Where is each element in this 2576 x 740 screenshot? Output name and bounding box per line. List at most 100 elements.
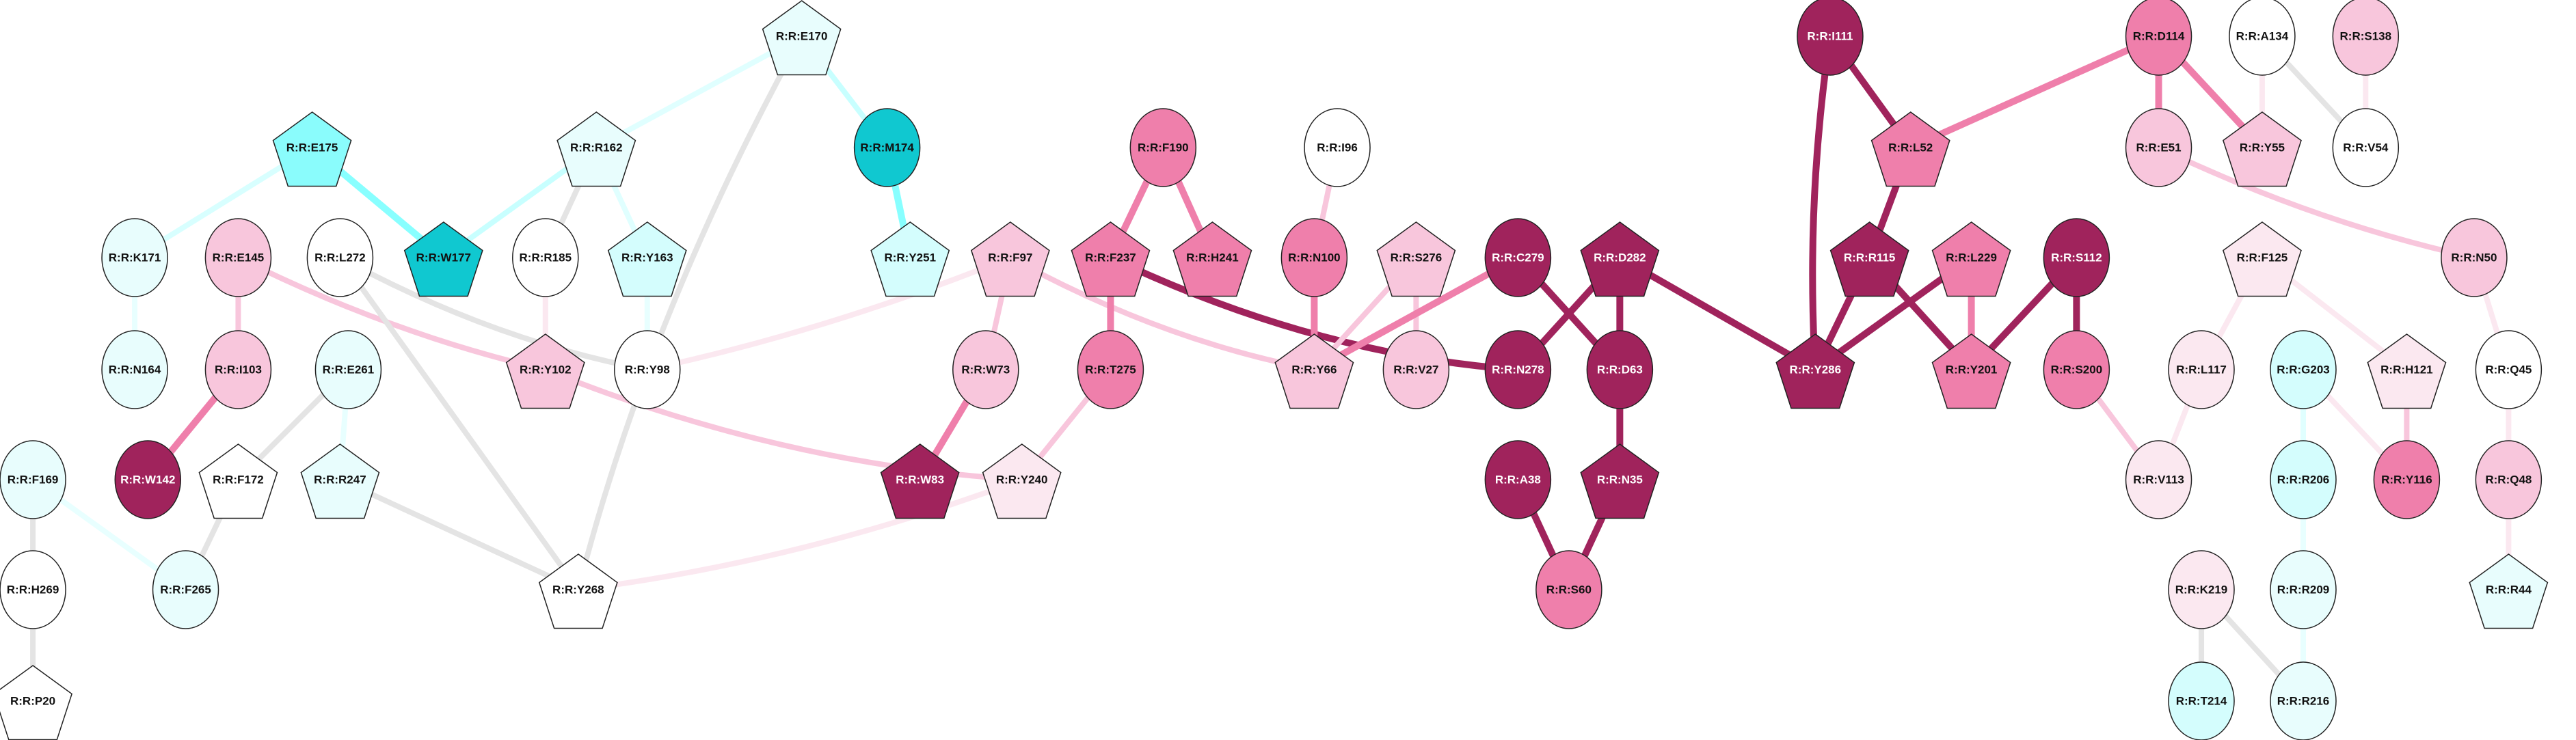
node-S60[interactable]: R:R:S60 <box>1535 550 1602 629</box>
node-label: R:R:S112 <box>2051 251 2102 264</box>
node-Y163[interactable]: R:R:Y163 <box>607 221 687 297</box>
edge-D114-L52 <box>1909 33 2160 151</box>
node-Y102[interactable]: R:R:Y102 <box>505 333 585 409</box>
node-F265[interactable]: R:R:F265 <box>152 550 219 629</box>
pentagon-node-shape <box>1172 221 1252 297</box>
node-N278[interactable]: R:R:N278 <box>1484 330 1552 409</box>
node-label: R:R:F125 <box>2237 251 2288 264</box>
node-L117[interactable]: R:R:L117 <box>2168 330 2235 409</box>
node-V54[interactable]: R:R:V54 <box>2332 108 2400 187</box>
node-N50[interactable]: R:R:N50 <box>2441 218 2508 297</box>
node-F172[interactable]: R:R:F172 <box>198 443 278 519</box>
node-I103[interactable]: R:R:I103 <box>204 330 272 409</box>
node-T275[interactable]: R:R:T275 <box>1077 330 1144 409</box>
node-C279[interactable]: R:R:C279 <box>1484 218 1552 297</box>
node-D114[interactable]: R:R:D114 <box>2125 0 2192 76</box>
circle-node-shape <box>1586 330 1654 409</box>
edge-D282-Y286 <box>1618 254 1817 373</box>
node-S138[interactable]: R:R:S138 <box>2332 0 2400 76</box>
node-R115[interactable]: R:R:R115 <box>1829 221 1909 297</box>
circle-node-shape <box>2332 0 2400 76</box>
node-F169[interactable]: R:R:F169 <box>0 440 66 519</box>
node-Y98[interactable]: R:R:Y98 <box>614 330 681 409</box>
node-Y201[interactable]: R:R:Y201 <box>1931 333 2011 409</box>
node-H121[interactable]: R:R:H121 <box>2367 333 2447 409</box>
node-R206[interactable]: R:R:R206 <box>2270 440 2337 519</box>
node-L52[interactable]: R:R:L52 <box>1870 111 1950 187</box>
node-W177[interactable]: R:R:W177 <box>403 221 483 297</box>
node-Y268[interactable]: R:R:Y268 <box>538 553 618 629</box>
node-R44[interactable]: R:R:R44 <box>2469 553 2549 629</box>
node-V113[interactable]: R:R:V113 <box>2125 440 2192 519</box>
node-D282[interactable]: R:R:D282 <box>1580 221 1660 297</box>
node-W83[interactable]: R:R:W83 <box>880 443 960 519</box>
node-G203[interactable]: R:R:G203 <box>2270 330 2337 409</box>
node-R216[interactable]: R:R:R216 <box>2270 661 2337 740</box>
node-K219[interactable]: R:R:K219 <box>2168 550 2235 629</box>
node-S112[interactable]: R:R:S112 <box>2043 218 2110 297</box>
node-R185[interactable]: R:R:R185 <box>512 218 579 297</box>
node-E261[interactable]: R:R:E261 <box>314 330 382 409</box>
node-S200[interactable]: R:R:S200 <box>2043 330 2110 409</box>
node-L229[interactable]: R:R:L229 <box>1931 221 2011 297</box>
node-I96[interactable]: R:R:I96 <box>1304 108 1371 187</box>
node-Y240[interactable]: R:R:Y240 <box>982 443 1062 519</box>
node-P20[interactable]: R:R:P20 <box>0 665 72 740</box>
pentagon-node-shape <box>2223 221 2302 297</box>
node-Y55[interactable]: R:R:Y55 <box>2223 111 2302 187</box>
node-R162[interactable]: R:R:R162 <box>556 111 636 187</box>
node-T214[interactable]: R:R:T214 <box>2168 661 2235 740</box>
node-D63[interactable]: R:R:D63 <box>1586 330 1654 409</box>
circle-node-shape <box>2168 661 2235 740</box>
node-S276[interactable]: R:R:S276 <box>1376 221 1456 297</box>
node-N35[interactable]: R:R:N35 <box>1580 443 1660 519</box>
node-I111[interactable]: R:R:I111 <box>1797 0 1864 76</box>
node-Y66[interactable]: R:R:Y66 <box>1274 333 1354 409</box>
node-N164[interactable]: R:R:N164 <box>101 330 168 409</box>
node-F97[interactable]: R:R:F97 <box>970 221 1050 297</box>
node-E145[interactable]: R:R:E145 <box>204 218 272 297</box>
node-M174[interactable]: R:R:M174 <box>853 108 921 187</box>
pentagon-node-shape <box>1775 333 1855 409</box>
node-E51[interactable]: R:R:E51 <box>2125 108 2192 187</box>
circle-node-shape <box>0 550 66 629</box>
node-F237[interactable]: R:R:F237 <box>1071 221 1151 297</box>
node-V27[interactable]: R:R:V27 <box>1382 330 1450 409</box>
node-Y116[interactable]: R:R:Y116 <box>2373 440 2441 519</box>
node-Y251[interactable]: R:R:Y251 <box>870 221 950 297</box>
node-K171[interactable]: R:R:K171 <box>101 218 168 297</box>
node-W142[interactable]: R:R:W142 <box>114 440 182 519</box>
node-F125[interactable]: R:R:F125 <box>2223 221 2302 297</box>
node-Q45[interactable]: R:R:Q45 <box>2475 330 2543 409</box>
node-R247[interactable]: R:R:R247 <box>300 443 380 519</box>
node-L272[interactable]: R:R:L272 <box>306 218 374 297</box>
node-label: R:R:Y251 <box>884 251 936 264</box>
node-A134[interactable]: R:R:A134 <box>2229 0 2296 76</box>
node-label: R:R:A134 <box>2236 30 2289 43</box>
node-E170[interactable]: R:R:E170 <box>762 0 842 76</box>
node-Q48[interactable]: R:R:Q48 <box>2475 440 2543 519</box>
node-F190[interactable]: R:R:F190 <box>1129 108 1197 187</box>
node-label: R:R:R247 <box>314 474 366 487</box>
circle-node-shape <box>1304 108 1371 187</box>
node-H241[interactable]: R:R:H241 <box>1172 221 1252 297</box>
node-label: R:R:S60 <box>1546 584 1592 597</box>
node-A38[interactable]: R:R:A38 <box>1484 440 1552 519</box>
node-R209[interactable]: R:R:R209 <box>2270 550 2337 629</box>
pentagon-node-shape <box>607 221 687 297</box>
node-N100[interactable]: R:R:N100 <box>1280 218 1348 297</box>
node-label: R:R:D114 <box>2133 30 2185 43</box>
node-W73[interactable]: R:R:W73 <box>952 330 1019 409</box>
node-Y286[interactable]: R:R:Y286 <box>1775 333 1855 409</box>
node-label: R:R:Y116 <box>2381 474 2432 487</box>
node-E175[interactable]: R:R:E175 <box>272 111 352 187</box>
circle-node-shape <box>614 330 681 409</box>
node-label: R:R:K171 <box>109 251 161 264</box>
node-H269[interactable]: R:R:H269 <box>0 550 66 629</box>
pentagon-node-shape <box>272 111 352 187</box>
node-label: R:R:K219 <box>2175 584 2228 597</box>
circle-node-shape <box>0 440 66 519</box>
pentagon-node-shape <box>970 221 1050 297</box>
circle-node-shape <box>2125 440 2192 519</box>
